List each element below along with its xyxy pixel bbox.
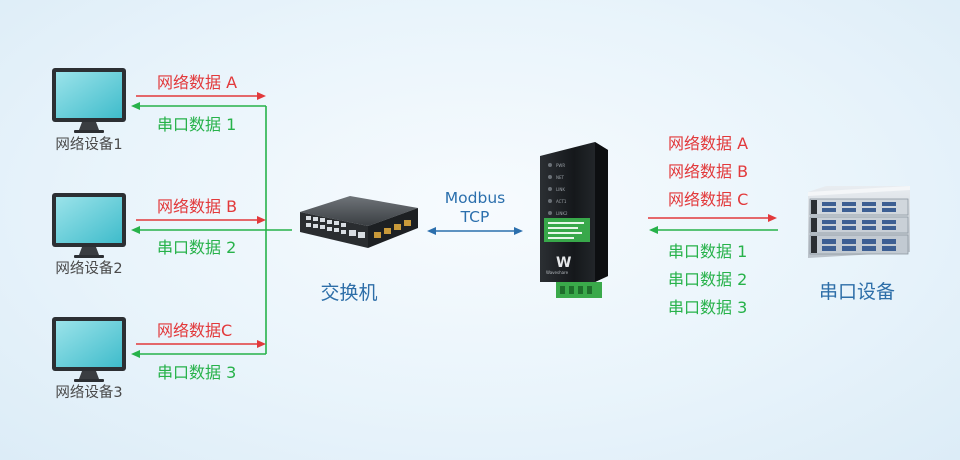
net-data-label-1: 网络数据 A bbox=[157, 73, 237, 92]
switch-label: 交换机 bbox=[320, 282, 377, 304]
protocol-line-1: Modbus bbox=[445, 189, 505, 207]
serial-arrow-1-head bbox=[131, 102, 140, 110]
net-arrow-1-head bbox=[257, 92, 266, 100]
computer-3-label: 网络设备3 bbox=[55, 384, 122, 401]
svg-text:LINK: LINK bbox=[556, 187, 565, 192]
computer-3 bbox=[52, 317, 126, 382]
modbus-link-left-head bbox=[427, 227, 436, 235]
serial-data-label-1: 串口数据 1 bbox=[157, 115, 236, 134]
right-net-data-b: 网络数据 B bbox=[668, 162, 748, 181]
serial-data-label-3: 串口数据 3 bbox=[157, 363, 236, 382]
net-data-label-2: 网络数据 B bbox=[157, 197, 237, 216]
net-data-label-3: 网络数据C bbox=[157, 321, 232, 340]
right-serial-data-1: 串口数据 1 bbox=[668, 242, 747, 261]
computer-1 bbox=[52, 68, 126, 133]
serial-arrow-2-head bbox=[131, 226, 140, 234]
svg-text:NET: NET bbox=[556, 175, 565, 180]
modbus-link-right-head bbox=[514, 227, 523, 235]
serial-data-label-2: 串口数据 2 bbox=[157, 238, 236, 257]
network-switch bbox=[300, 196, 418, 248]
svg-text:LINK2: LINK2 bbox=[556, 211, 568, 216]
svg-text:W: W bbox=[556, 255, 571, 271]
right-serial-arrow-head bbox=[649, 226, 658, 234]
serial-device-server bbox=[808, 186, 910, 258]
net-arrow-2-head bbox=[257, 216, 266, 224]
right-net-arrow-head bbox=[768, 214, 777, 222]
right-serial-data-2: 串口数据 2 bbox=[668, 270, 747, 289]
serial-device-label: 串口设备 bbox=[819, 281, 895, 303]
gateway-brand: Waveshare bbox=[546, 270, 569, 275]
svg-text:PWR: PWR bbox=[556, 163, 565, 168]
computer-2-label: 网络设备2 bbox=[55, 260, 122, 277]
protocol-line-2: TCP bbox=[460, 208, 490, 226]
computer-2 bbox=[52, 193, 126, 258]
right-net-data-c: 网络数据 C bbox=[668, 190, 748, 209]
net-arrow-3-head bbox=[257, 340, 266, 348]
serial-arrow-3-head bbox=[131, 350, 140, 358]
right-net-data-a: 网络数据 A bbox=[668, 134, 748, 153]
svg-text:ACT1: ACT1 bbox=[556, 199, 567, 204]
computer-1-label: 网络设备1 bbox=[55, 136, 122, 153]
right-serial-data-3: 串口数据 3 bbox=[668, 298, 747, 317]
